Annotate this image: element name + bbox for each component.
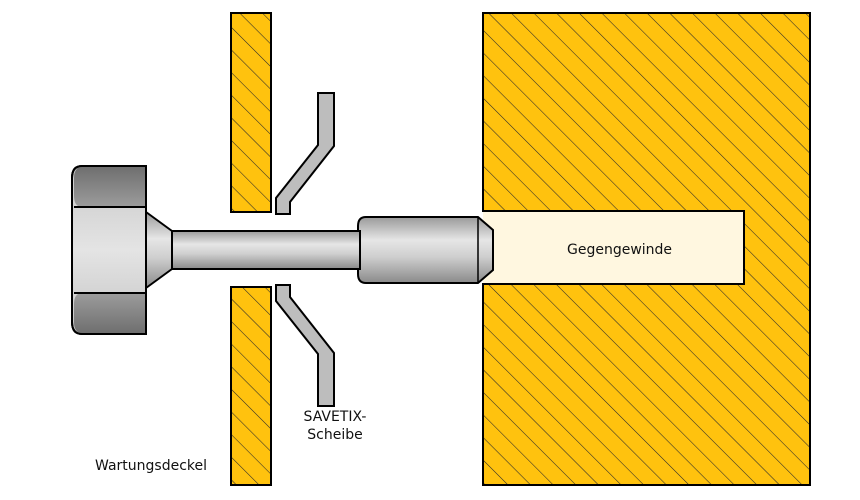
- bolt-head-top-face: [74, 166, 146, 207]
- bolt-head-bottom-face: [74, 293, 146, 334]
- counter-thread-bore: [483, 211, 744, 284]
- counter-thread-bore-outline: [483, 210, 745, 285]
- savetix-washer-upper: [275, 92, 335, 215]
- bolt-shank: [171, 230, 361, 270]
- savetix-washer-label: SAVETIX- Scheibe: [285, 408, 385, 444]
- savetix-washer-lower: [275, 284, 335, 407]
- bolt-head-outline: [71, 165, 147, 335]
- counter-thread-label: Gegengewinde: [567, 242, 673, 258]
- savetix-label-line1: SAVETIX-: [303, 409, 367, 425]
- bolt-neck: [145, 211, 173, 289]
- savetix-label-line2: Scheibe: [307, 427, 363, 443]
- bolt-thread-section: [357, 216, 494, 284]
- cover-plate-upper: [230, 12, 272, 213]
- cover-plate-lower: [230, 286, 272, 486]
- maintenance-cover-label: Wartungsdeckel: [95, 458, 208, 474]
